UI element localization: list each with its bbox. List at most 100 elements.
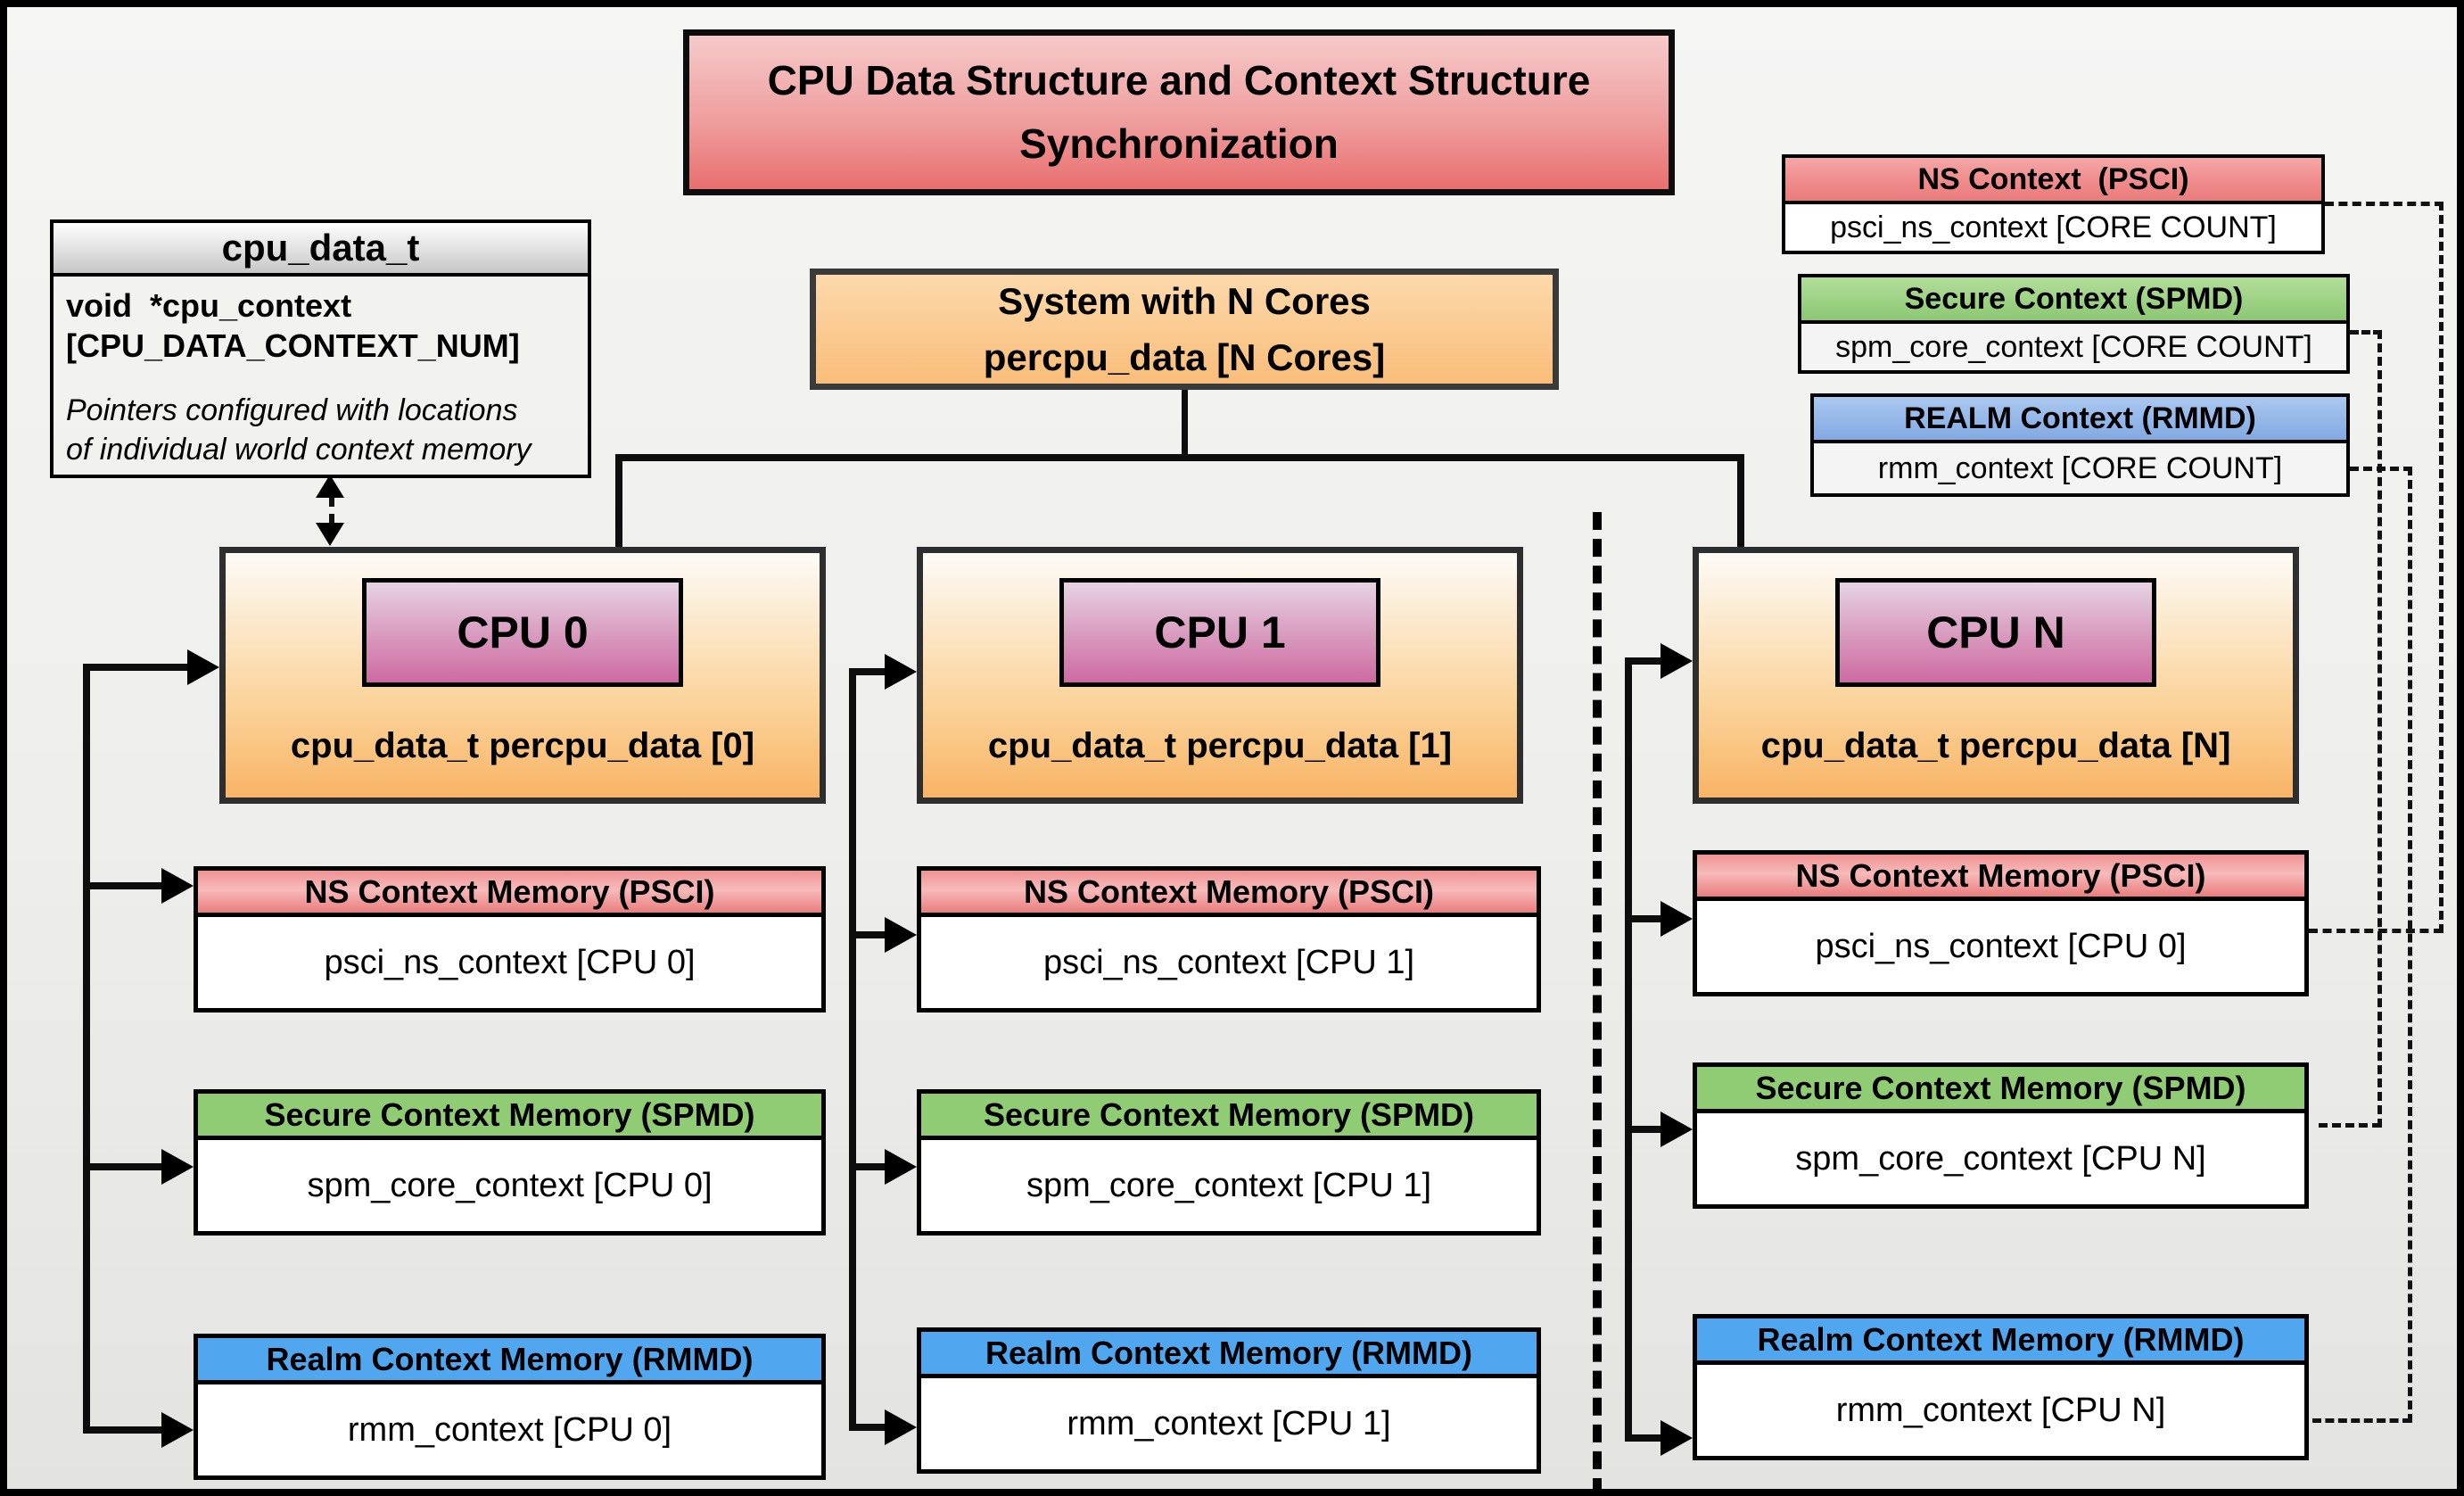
cpu1-ns-title: NS Context Memory (PSCI) — [921, 871, 1537, 917]
cpuN-realm-arrow-icon — [1661, 1420, 1693, 1456]
cpu0-ns-arrow-icon — [161, 868, 194, 904]
legend-realm-dashed-v — [2408, 467, 2412, 1423]
cpuN-realm-branch-line — [1625, 1434, 1664, 1442]
struct-note-line2: of individual world context memory — [66, 433, 532, 467]
diagram-title-box: CPU Data Structure and Context Structure… — [683, 29, 1675, 195]
cpu1-secure-value: spm_core_context [CPU 1] — [1026, 1166, 1432, 1204]
struct-cpu0-dashed-link — [329, 496, 334, 525]
cpu1-ns-value: psci_ns_context [CPU 1] — [1042, 943, 1415, 981]
cpu0-arrow-icon — [187, 649, 219, 685]
diagram-title-line1: CPU Data Structure and Context Structure — [767, 56, 1591, 103]
cpu0-secure-context-box: Secure Context Memory (SPMD) spm_core_co… — [194, 1089, 826, 1236]
cpuN-ns-branch-line — [1625, 915, 1664, 922]
cpu1-realm-branch-line — [849, 1424, 888, 1431]
cpu0-realm-context-box: Realm Context Memory (RMMD) rmm_context … — [194, 1334, 826, 1480]
cpuN-realm-context-box: Realm Context Memory (RMMD) rmm_context … — [1693, 1314, 2309, 1460]
legend-secure-dashed-h2 — [2319, 1123, 2381, 1128]
cpu0-ns-title: NS Context Memory (PSCI) — [198, 871, 821, 917]
struct-note-line1: Pointers configured with locations — [66, 393, 518, 427]
cpu0-box: CPU 0 cpu_data_t percpu_data [0] — [219, 547, 826, 804]
legend-ns-title: NS Context (PSCI) — [1785, 158, 2321, 204]
cpu0-realm-title: Realm Context Memory (RMMD) — [198, 1338, 821, 1384]
diagram-title-line2: Synchronization — [1019, 120, 1339, 167]
legend-realm-value: rmm_context [CORE COUNT] — [1814, 443, 2346, 493]
cpuN-box: CPU N cpu_data_t percpu_data [N] — [1693, 547, 2299, 804]
cpuN-ns-arrow-icon — [1661, 901, 1693, 937]
cpu1-arrow-icon — [885, 654, 917, 690]
cpu1-realm-title: Realm Context Memory (RMMD) — [921, 1332, 1537, 1378]
cpu0-secure-title: Secure Context Memory (SPMD) — [198, 1094, 821, 1140]
cpuN-label: CPU N — [1835, 578, 2156, 687]
cpu0-realm-arrow-icon — [161, 1412, 194, 1448]
legend-realm-box: REALM Context (RMMD) rmm_context [CORE C… — [1810, 393, 2350, 497]
cpu1-secure-context-box: Secure Context Memory (SPMD) spm_core_co… — [917, 1089, 1541, 1236]
cpu0-label: CPU 0 — [362, 578, 683, 687]
cpu0-ns-value: psci_ns_context [CPU 0] — [324, 943, 696, 981]
cpu1-label: CPU 1 — [1059, 578, 1380, 687]
cpu1-ns-branch-line — [849, 931, 888, 938]
cpuN-ns-value: psci_ns_context [CPU 0] — [1815, 927, 2187, 965]
legend-realm-title: REALM Context (RMMD) — [1814, 397, 2346, 443]
cpu-data-struct-header: cpu_data_t — [54, 223, 588, 277]
legend-secure-value: spm_core_context [CORE COUNT] — [1801, 324, 2346, 370]
cpuN-ns-context-box: NS Context Memory (PSCI) psci_ns_context… — [1693, 850, 2309, 996]
legend-secure-dashed-h1 — [2350, 330, 2382, 335]
legend-realm-dashed-h2 — [2312, 1418, 2411, 1423]
legend-realm-dashed-h1 — [2350, 467, 2412, 471]
legend-secure-dashed-v — [2377, 330, 2382, 1128]
legend-ns-dashed-h2 — [2309, 929, 2443, 933]
struct-link-down-arrow-icon — [316, 523, 344, 546]
system-box: System with N Cores percpu_data [N Cores… — [810, 269, 1559, 390]
cpuN-realm-value: rmm_context [CPU N] — [1835, 1391, 2166, 1429]
cpu1-ns-context-box: NS Context Memory (PSCI) psci_ns_context… — [917, 866, 1541, 1012]
branch-drop-cpuN-line — [1737, 454, 1744, 547]
cpu0-realm-value: rmm_context [CPU 0] — [347, 1410, 672, 1449]
cpu0-percpu-data: cpu_data_t percpu_data [0] — [290, 726, 755, 765]
cpuN-branch-line — [1625, 657, 1664, 665]
cpu1-trunk-line — [849, 668, 856, 1431]
legend-ns-dashed-v — [2439, 202, 2443, 933]
cpu-data-struct-box: cpu_data_t void *cpu_context [CPU_DATA_C… — [50, 219, 591, 478]
cpu0-secure-branch-line — [83, 1163, 163, 1170]
legend-secure-title: Secure Context (SPMD) — [1801, 277, 2346, 324]
cpu0-secure-value: spm_core_context [CPU 0] — [307, 1166, 713, 1204]
cpuN-ns-title: NS Context Memory (PSCI) — [1697, 855, 2304, 901]
cpu1-secure-branch-line — [849, 1163, 888, 1170]
cpu1-ns-arrow-icon — [885, 917, 917, 953]
system-line2: percpu_data [N Cores] — [983, 336, 1386, 378]
cpuN-secure-title: Secure Context Memory (SPMD) — [1697, 1067, 2304, 1113]
cpu0-trunk-line — [83, 664, 90, 1434]
struct-field-line2: [CPU_DATA_CONTEXT_NUM] — [66, 327, 520, 364]
cpu-data-struct-body: void *cpu_context [CPU_DATA_CONTEXT_NUM]… — [54, 277, 588, 478]
system-line1: System with N Cores — [998, 280, 1371, 322]
cpu1-percpu-data: cpu_data_t percpu_data [1] — [987, 726, 1453, 765]
cpu0-realm-branch-line — [83, 1426, 163, 1434]
cpu1-secure-arrow-icon — [885, 1149, 917, 1185]
struct-field-line1: void *cpu_context — [66, 287, 352, 324]
cpu1-branch-line — [849, 668, 888, 675]
legend-secure-box: Secure Context (SPMD) spm_core_context [… — [1798, 274, 2350, 374]
cpuN-secure-value: spm_core_context [CPU N] — [1795, 1139, 2206, 1178]
column-ellipsis-separator — [1593, 512, 1602, 1489]
cpu0-ns-context-box: NS Context Memory (PSCI) psci_ns_context… — [194, 866, 826, 1012]
legend-ns-box: NS Context (PSCI) psci_ns_context [CORE … — [1782, 154, 2325, 254]
system-stem-line — [1182, 390, 1188, 459]
legend-ns-dashed-h1 — [2325, 202, 2443, 206]
cpuN-secure-branch-line — [1625, 1126, 1664, 1133]
cpuN-secure-arrow-icon — [1661, 1112, 1693, 1147]
cpu1-box: CPU 1 cpu_data_t percpu_data [1] — [917, 547, 1523, 804]
cpu1-secure-title: Secure Context Memory (SPMD) — [921, 1094, 1537, 1140]
legend-ns-value: psci_ns_context [CORE COUNT] — [1785, 204, 2321, 251]
cpu1-realm-context-box: Realm Context Memory (RMMD) rmm_context … — [917, 1327, 1541, 1474]
cpu0-branch-line — [83, 664, 190, 671]
cpuN-secure-context-box: Secure Context Memory (SPMD) spm_core_co… — [1693, 1062, 2309, 1209]
branch-horizontal-line — [615, 454, 1744, 461]
cpuN-percpu-data: cpu_data_t percpu_data [N] — [1760, 726, 2231, 765]
cpuN-arrow-icon — [1661, 643, 1693, 679]
cpuN-trunk-line — [1625, 657, 1632, 1442]
struct-link-up-arrow-icon — [316, 475, 344, 498]
cpu1-realm-value: rmm_context [CPU 1] — [1067, 1404, 1391, 1442]
cpuN-realm-title: Realm Context Memory (RMMD) — [1697, 1318, 2304, 1365]
cpu1-realm-arrow-icon — [885, 1409, 917, 1445]
